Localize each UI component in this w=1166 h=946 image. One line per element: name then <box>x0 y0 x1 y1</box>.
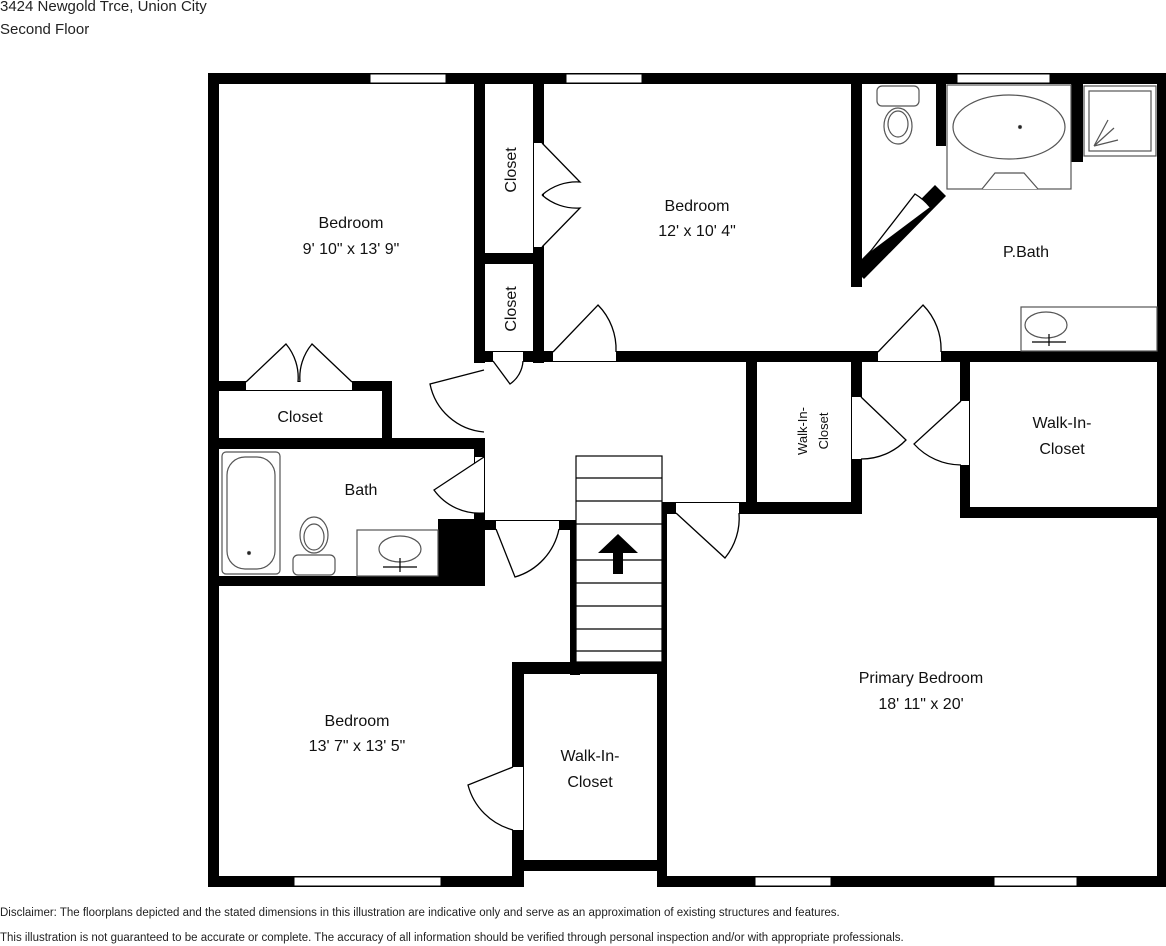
sink-icon <box>1020 306 1158 352</box>
room-name-closet-nw1: Closet <box>503 147 520 193</box>
room-dims-bedroom-sw: 13' 7" x 13' 5" <box>309 738 406 755</box>
address-title: 3424 Newgold Trce, Union City <box>0 0 207 15</box>
room-dims-primary: 18' 11" x 20' <box>878 696 963 713</box>
room-name-bedroom-n: Bedroom <box>665 198 730 215</box>
room-name-walkin-east-line2: Closet <box>1039 441 1085 458</box>
stairs <box>575 455 663 663</box>
walls <box>208 73 1166 887</box>
room-name-walkin-center-line2: Closet <box>816 412 831 449</box>
shower-icon <box>1083 85 1157 157</box>
room-name-walkin-east-line1: Walk-In- <box>1033 415 1092 432</box>
room-name-bedroom-sw: Bedroom <box>325 713 390 730</box>
room-name-walkin-sw-line2: Closet <box>567 774 613 791</box>
floor-title: Second Floor <box>0 21 90 38</box>
room-name-bedroom-nw: Bedroom <box>319 215 384 232</box>
room-name-walkin-center-line1: Walk-In- <box>795 407 810 455</box>
door-swings <box>245 142 962 831</box>
room-name-primary: Primary Bedroom <box>859 670 983 687</box>
stair-up-arrow-icon <box>598 534 638 574</box>
room-name-closet-nw2: Closet <box>503 286 520 332</box>
disclaimer-line-2: This illustration is not guaranteed to b… <box>0 932 904 944</box>
toilet-icon <box>876 85 920 145</box>
disclaimer-line-1: Disclaimer: The floorplans depicted and … <box>0 907 840 919</box>
bathtub-icon <box>946 84 1072 190</box>
sink-icon <box>356 529 439 577</box>
toilet-icon <box>292 516 336 576</box>
room-dims-bedroom-n: 12' x 10' 4" <box>658 223 736 240</box>
room-name-closet-w: Closet <box>277 409 323 426</box>
room-name-walkin-sw-line1: Walk-In- <box>561 748 620 765</box>
room-labels: Bedroom 9' 10" x 13' 9" Bedroom 12' x 10… <box>277 147 1091 791</box>
windows <box>293 73 1078 887</box>
fixtures <box>221 84 1158 577</box>
room-dims-bedroom-nw: 9' 10" x 13' 9" <box>303 241 400 258</box>
room-name-bath: Bath <box>345 482 378 499</box>
room-name-pbath: P.Bath <box>1003 244 1049 261</box>
